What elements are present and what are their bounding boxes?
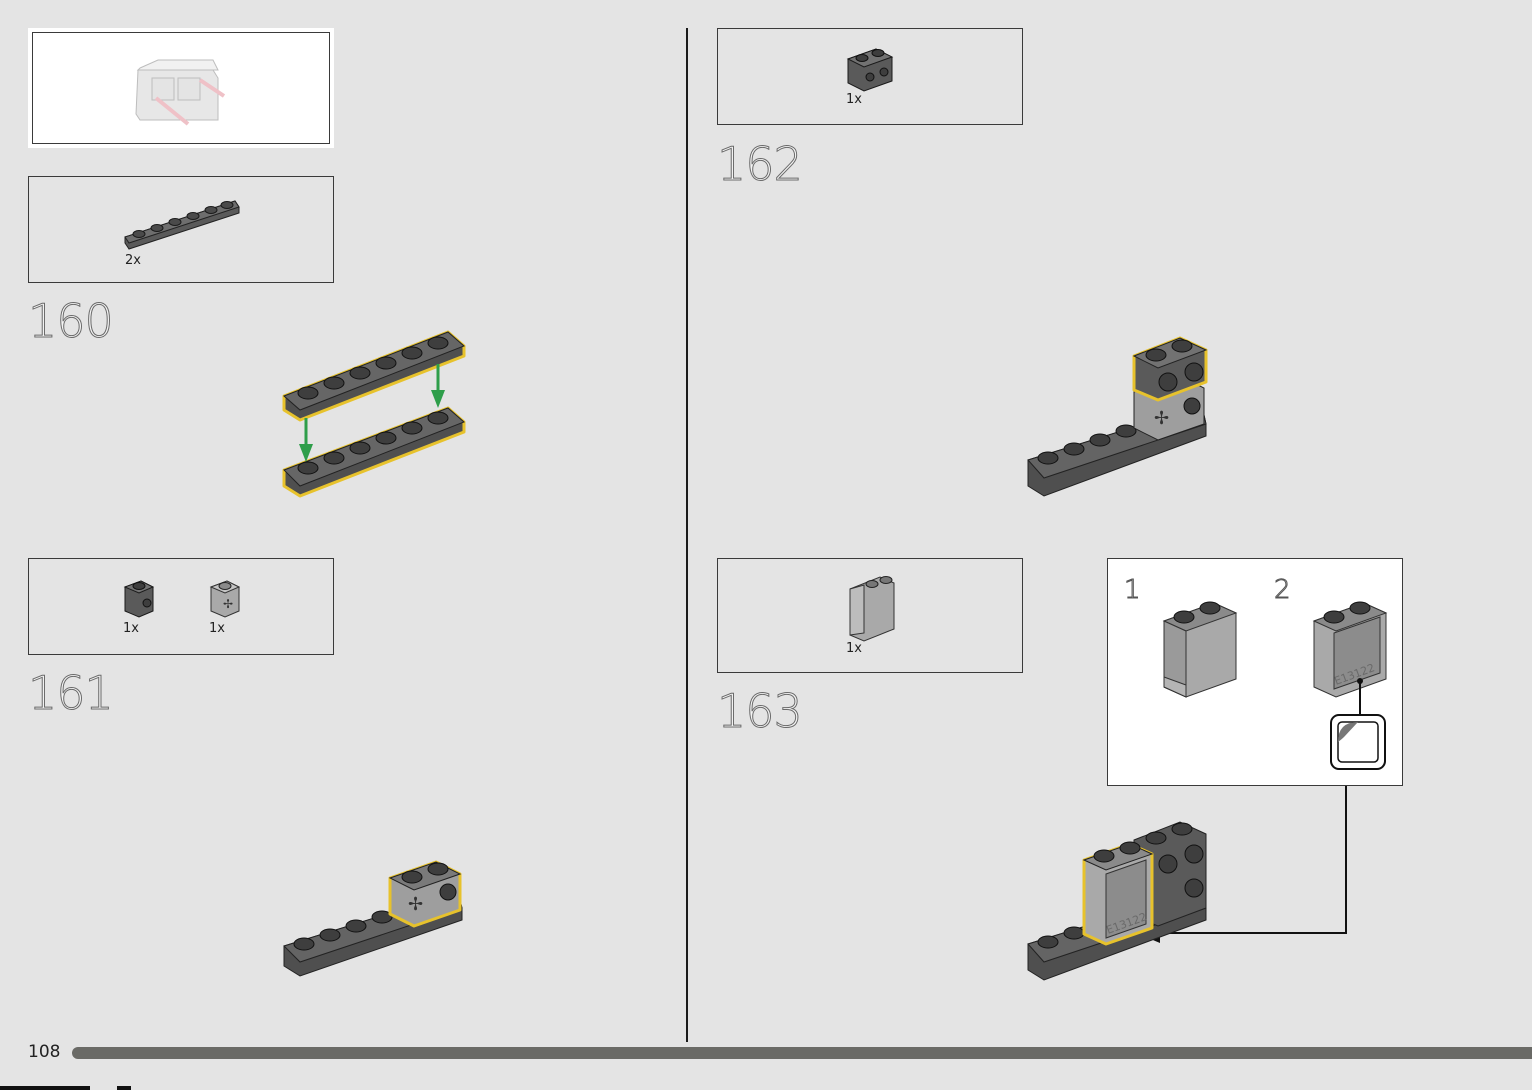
plate-1x6-icon: [29, 177, 335, 284]
added-panel: E13122: [1084, 842, 1152, 944]
part-quantity: 1x: [209, 621, 225, 636]
step-161-illustration: ✢: [278, 848, 478, 993]
substep-callout: 1 2 E13122: [1107, 558, 1403, 786]
step-number-160: 160: [28, 294, 113, 348]
bottom-edge-mark: [0, 1086, 90, 1090]
substep-number-1: 1: [1124, 575, 1141, 605]
faded-assembly-illustration: [28, 28, 334, 148]
previous-build-reference: [28, 28, 334, 148]
part-quantity: 1x: [123, 621, 139, 636]
step-162-illustration: ✢: [1022, 330, 1222, 510]
brick-1x1-axle-hole-icon: ✢: [205, 577, 245, 623]
panel-substep-1-illustration: [1156, 593, 1246, 703]
parts-callout-160: 2x: [28, 176, 334, 283]
svg-text:✢: ✢: [223, 597, 233, 611]
brick-1x1-stud-side-icon: [119, 577, 159, 623]
progress-bar: [72, 1047, 1532, 1059]
page-number: 108: [28, 1042, 60, 1062]
part-quantity: 1x: [846, 92, 862, 107]
page-divider: [686, 28, 688, 1042]
parts-callout-162: 1x: [717, 28, 1023, 125]
part-quantity: 1x: [846, 641, 862, 656]
step-number-161: 161: [28, 666, 113, 720]
step-163-illustration: E13122: [1022, 818, 1222, 993]
panel-1x2x2-icon: [842, 573, 898, 643]
step-160-illustration: [270, 320, 480, 510]
bottom-edge-mark: [117, 1086, 131, 1090]
substep-number-2: 2: [1274, 575, 1291, 605]
part-quantity: 2x: [125, 253, 141, 268]
svg-text:✢: ✢: [1154, 408, 1169, 429]
step-number-163: 163: [717, 684, 802, 738]
lower-plate-1x6: [284, 408, 464, 496]
parts-callout-163: 1x: [717, 558, 1023, 673]
sticker-icon: [1328, 679, 1388, 771]
brick-1x2-studs-side-icon: [842, 45, 898, 93]
svg-text:✢: ✢: [408, 894, 423, 915]
parts-callout-161: 1x ✢ 1x: [28, 558, 334, 655]
step-number-162: 162: [717, 137, 802, 191]
